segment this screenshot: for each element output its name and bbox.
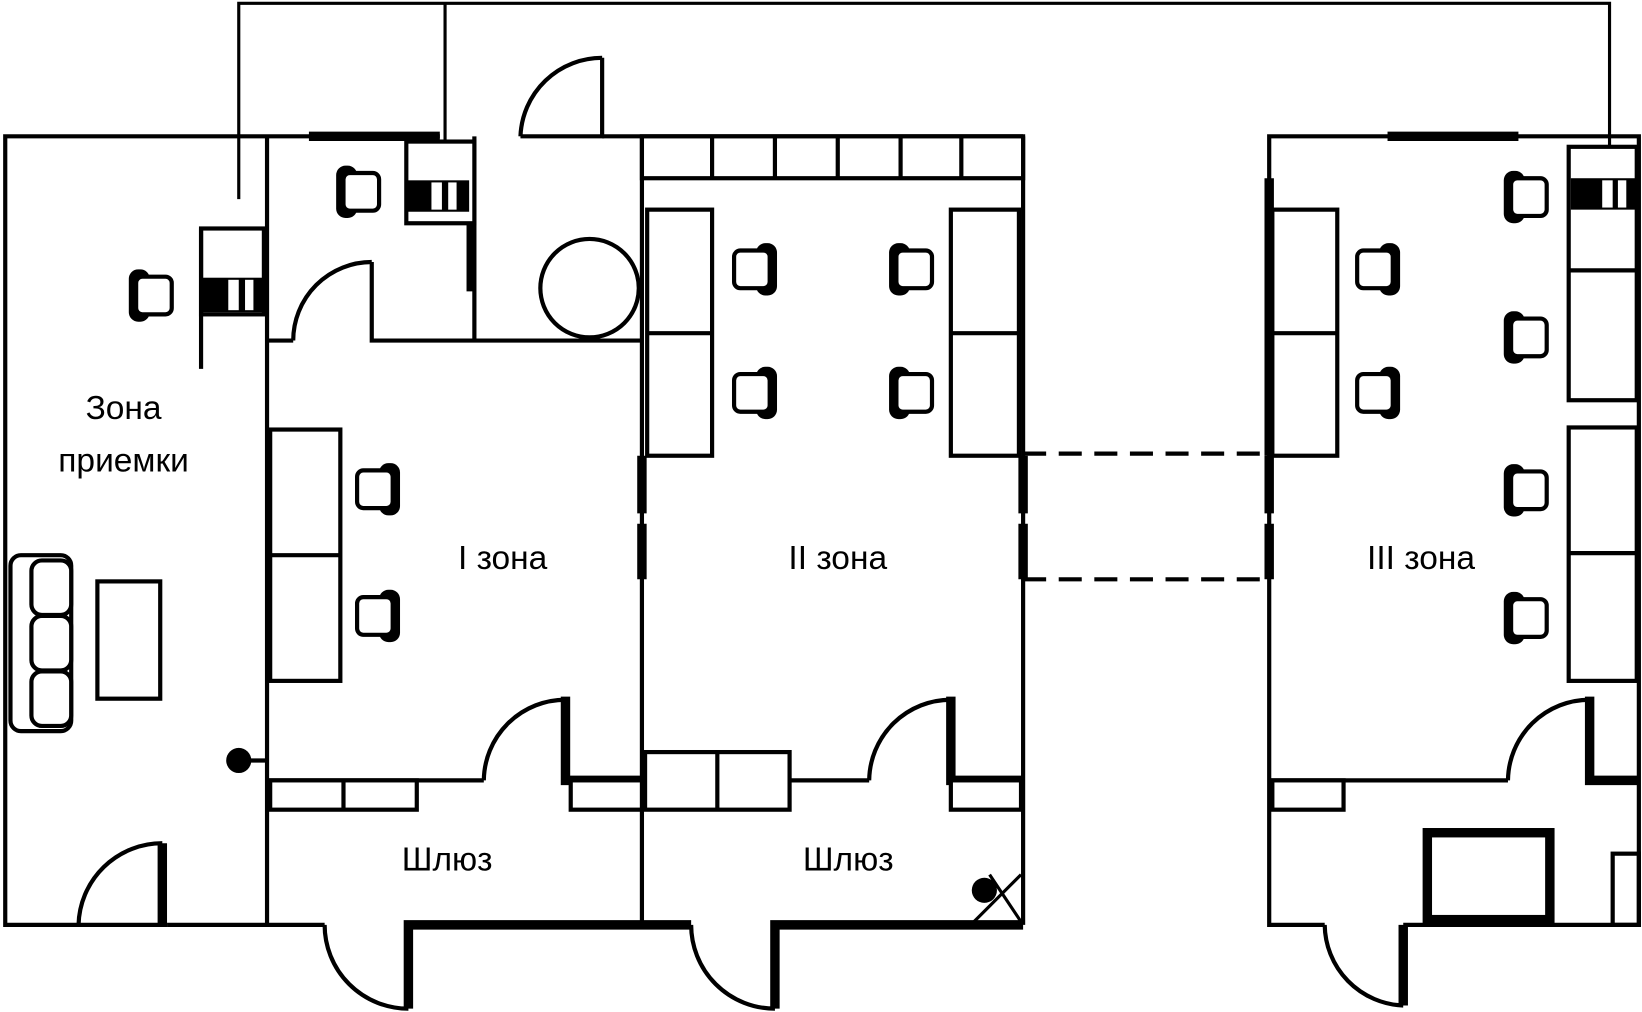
chair-icon <box>889 366 935 420</box>
chair-icon <box>731 366 778 420</box>
chair-icon <box>1355 366 1401 420</box>
chair-icon <box>354 463 401 516</box>
label-zone-2: II зона <box>788 540 887 577</box>
corridor-dashed <box>1023 451 1270 582</box>
chair-icon <box>1355 243 1401 296</box>
chair-icon <box>1503 311 1549 364</box>
chair-icon <box>354 589 401 643</box>
chair-icon <box>731 243 778 296</box>
chair-icon <box>889 243 935 296</box>
chair-icon <box>128 269 174 322</box>
label-reception-line2: приемки <box>58 442 189 479</box>
label-reception-line1: Зона <box>86 390 162 427</box>
chairs <box>128 165 1549 645</box>
label-zone-1: I зона <box>458 540 548 577</box>
chair-icon <box>336 165 382 219</box>
chair-icon <box>1503 591 1549 645</box>
label-airlock-2: Шлюз <box>803 841 894 878</box>
label-zone-3: III зона <box>1367 540 1475 577</box>
left-block-walls <box>3 55 1028 1011</box>
furniture <box>8 134 1639 923</box>
right-block-walls <box>1264 131 1641 1008</box>
chair-icon <box>1503 170 1549 224</box>
chair-icon <box>1503 464 1549 517</box>
label-airlock-1: Шлюз <box>402 841 493 878</box>
